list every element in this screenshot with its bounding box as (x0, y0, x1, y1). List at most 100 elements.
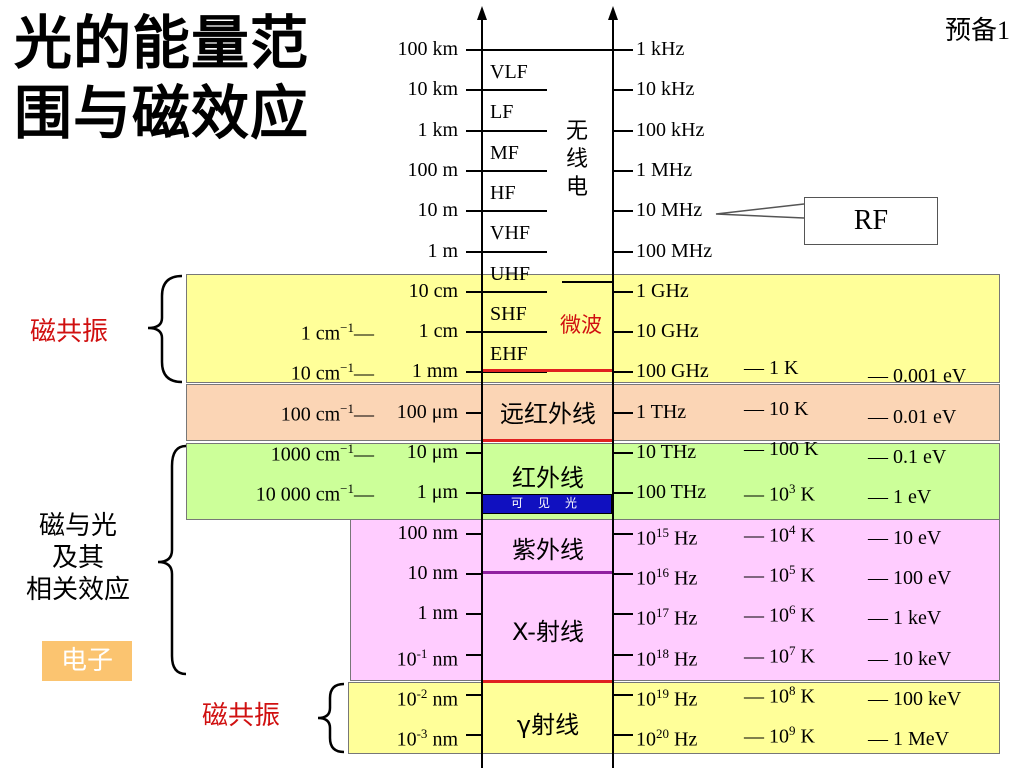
radio-band-divider (483, 331, 547, 334)
superscript: −1 (340, 441, 354, 456)
wavenumber-label: 10 cm−1— (290, 360, 374, 386)
energy-label: — 100 keV (868, 687, 962, 710)
wavelength-tick (466, 653, 482, 656)
temperature-label: — 104 K (744, 521, 815, 547)
wavelength-tick (466, 693, 482, 696)
gamma-label: γ射线 (516, 711, 580, 739)
visible-light-bar: 可 见 光 (482, 494, 612, 514)
band-yellow-bottom (348, 682, 1000, 754)
superscript: 8 (789, 682, 796, 698)
frequency-label: 100 kHz (636, 118, 705, 141)
frequency-label: 1019 Hz (636, 685, 698, 711)
wavelength-tick (466, 371, 482, 374)
wavelength-label: 100 nm (397, 521, 458, 544)
uhf-stub (562, 281, 612, 283)
wavelength-label: 10-1 nm (396, 645, 458, 671)
frequency-label: 10 kHz (636, 78, 695, 101)
temperature-label: — 105 K (744, 561, 815, 587)
frequency-label: 1 THz (636, 400, 687, 423)
radio-band-label: LF (490, 101, 514, 124)
energy-label: — 0.01 eV (868, 405, 957, 428)
radio-band-label: VHF (490, 222, 531, 245)
wavelength-tick (466, 613, 482, 616)
right-axis-line (612, 14, 614, 768)
frequency-label: 10 GHz (636, 320, 699, 343)
radio-band-divider (483, 169, 547, 172)
frequency-tick (613, 250, 633, 253)
frequency-tick (613, 371, 633, 374)
wavelength-label: 1 km (417, 118, 458, 141)
frequency-label: 1016 Hz (636, 564, 698, 590)
frequency-tick (613, 210, 633, 213)
electron-badge: 电子 (42, 641, 132, 681)
mo-line-3: 相关效应 (25, 575, 130, 605)
radio-band-label: SHF (490, 302, 527, 325)
page-title: 光的能量范 围与磁效应 (14, 8, 309, 148)
title-line-1: 光的能量范 (14, 9, 310, 77)
wavelength-label: 1 cm (418, 320, 458, 343)
frequency-tick (613, 452, 633, 454)
frequency-label: 100 MHz (636, 239, 713, 262)
sep-1mm (483, 369, 612, 372)
wavelength-label: 1 mm (411, 360, 458, 383)
wavelength-label: 10 cm (408, 279, 458, 302)
radio-band-divider (483, 290, 547, 293)
superscript: 6 (789, 602, 796, 618)
energy-label: — 0.1 eV (868, 446, 947, 468)
radio-char-2: 线 (566, 147, 589, 172)
frequency-tick (613, 331, 633, 334)
superscript: −1 (340, 481, 354, 497)
wavelength-tick (466, 210, 482, 213)
wavelength-tick (466, 411, 482, 414)
wavelength-tick (466, 49, 482, 51)
frequency-tick (613, 89, 633, 92)
superscript: 19 (656, 685, 669, 701)
wavelength-label: 1 m (427, 239, 458, 262)
left-axis-line (481, 14, 483, 768)
wavelength-label: 10-2 nm (396, 685, 458, 711)
wavelength-label: 10 km (407, 78, 458, 101)
right-arrowhead (608, 6, 618, 20)
superscript: 16 (656, 564, 669, 580)
superscript: 15 (656, 524, 669, 540)
frequency-tick (613, 653, 633, 656)
superscript: 17 (656, 605, 669, 621)
corner-label: 预备1 (944, 16, 1010, 45)
temperature-label: — 1 K (744, 357, 799, 380)
brace-bottom (317, 682, 345, 754)
frequency-tick (613, 492, 633, 495)
frequency-tick (613, 129, 633, 132)
ir-label: 红外线 (512, 464, 584, 492)
mo-line-2: 及其 (51, 543, 104, 573)
wavelength-label: 10 m (417, 199, 458, 222)
top-range-line (466, 49, 632, 51)
superscript: 5 (789, 561, 796, 577)
wavenumber-label: 10 000 cm−1— (255, 481, 374, 506)
superscript: 20 (656, 726, 669, 742)
superscript: −1 (340, 320, 354, 336)
wavelength-tick (466, 452, 482, 454)
far-ir-label: 远红外线 (500, 400, 596, 428)
wavelength-label: 10 μm (406, 441, 458, 463)
wavelength-label: 100 m (407, 158, 458, 181)
sep-10nm (483, 571, 612, 574)
radio-band-label: EHF (490, 343, 528, 366)
energy-label: — 100 eV (868, 566, 952, 589)
radio-band-label: VLF (490, 61, 528, 83)
frequency-label: 100 THz (636, 481, 707, 504)
temperature-label: — 107 K (744, 642, 815, 668)
radio-band-label: HF (490, 181, 516, 204)
magneto-optic-label: 磁与光 及其 相关效应 (8, 510, 148, 606)
radio-band-label: UHF (490, 262, 531, 285)
frequency-tick (613, 411, 633, 414)
frequency-label: 10 THz (636, 441, 697, 463)
wavelength-tick (466, 532, 482, 535)
superscript: −1 (340, 360, 354, 376)
frequency-tick (613, 734, 633, 737)
wavelength-label: 10-3 nm (396, 726, 458, 751)
wavelength-tick (466, 290, 482, 293)
brace-top (147, 274, 183, 384)
title-line-2: 围与磁效应 (14, 79, 310, 147)
microwave-label: 微波 (560, 313, 602, 337)
wavelength-tick (466, 89, 482, 92)
